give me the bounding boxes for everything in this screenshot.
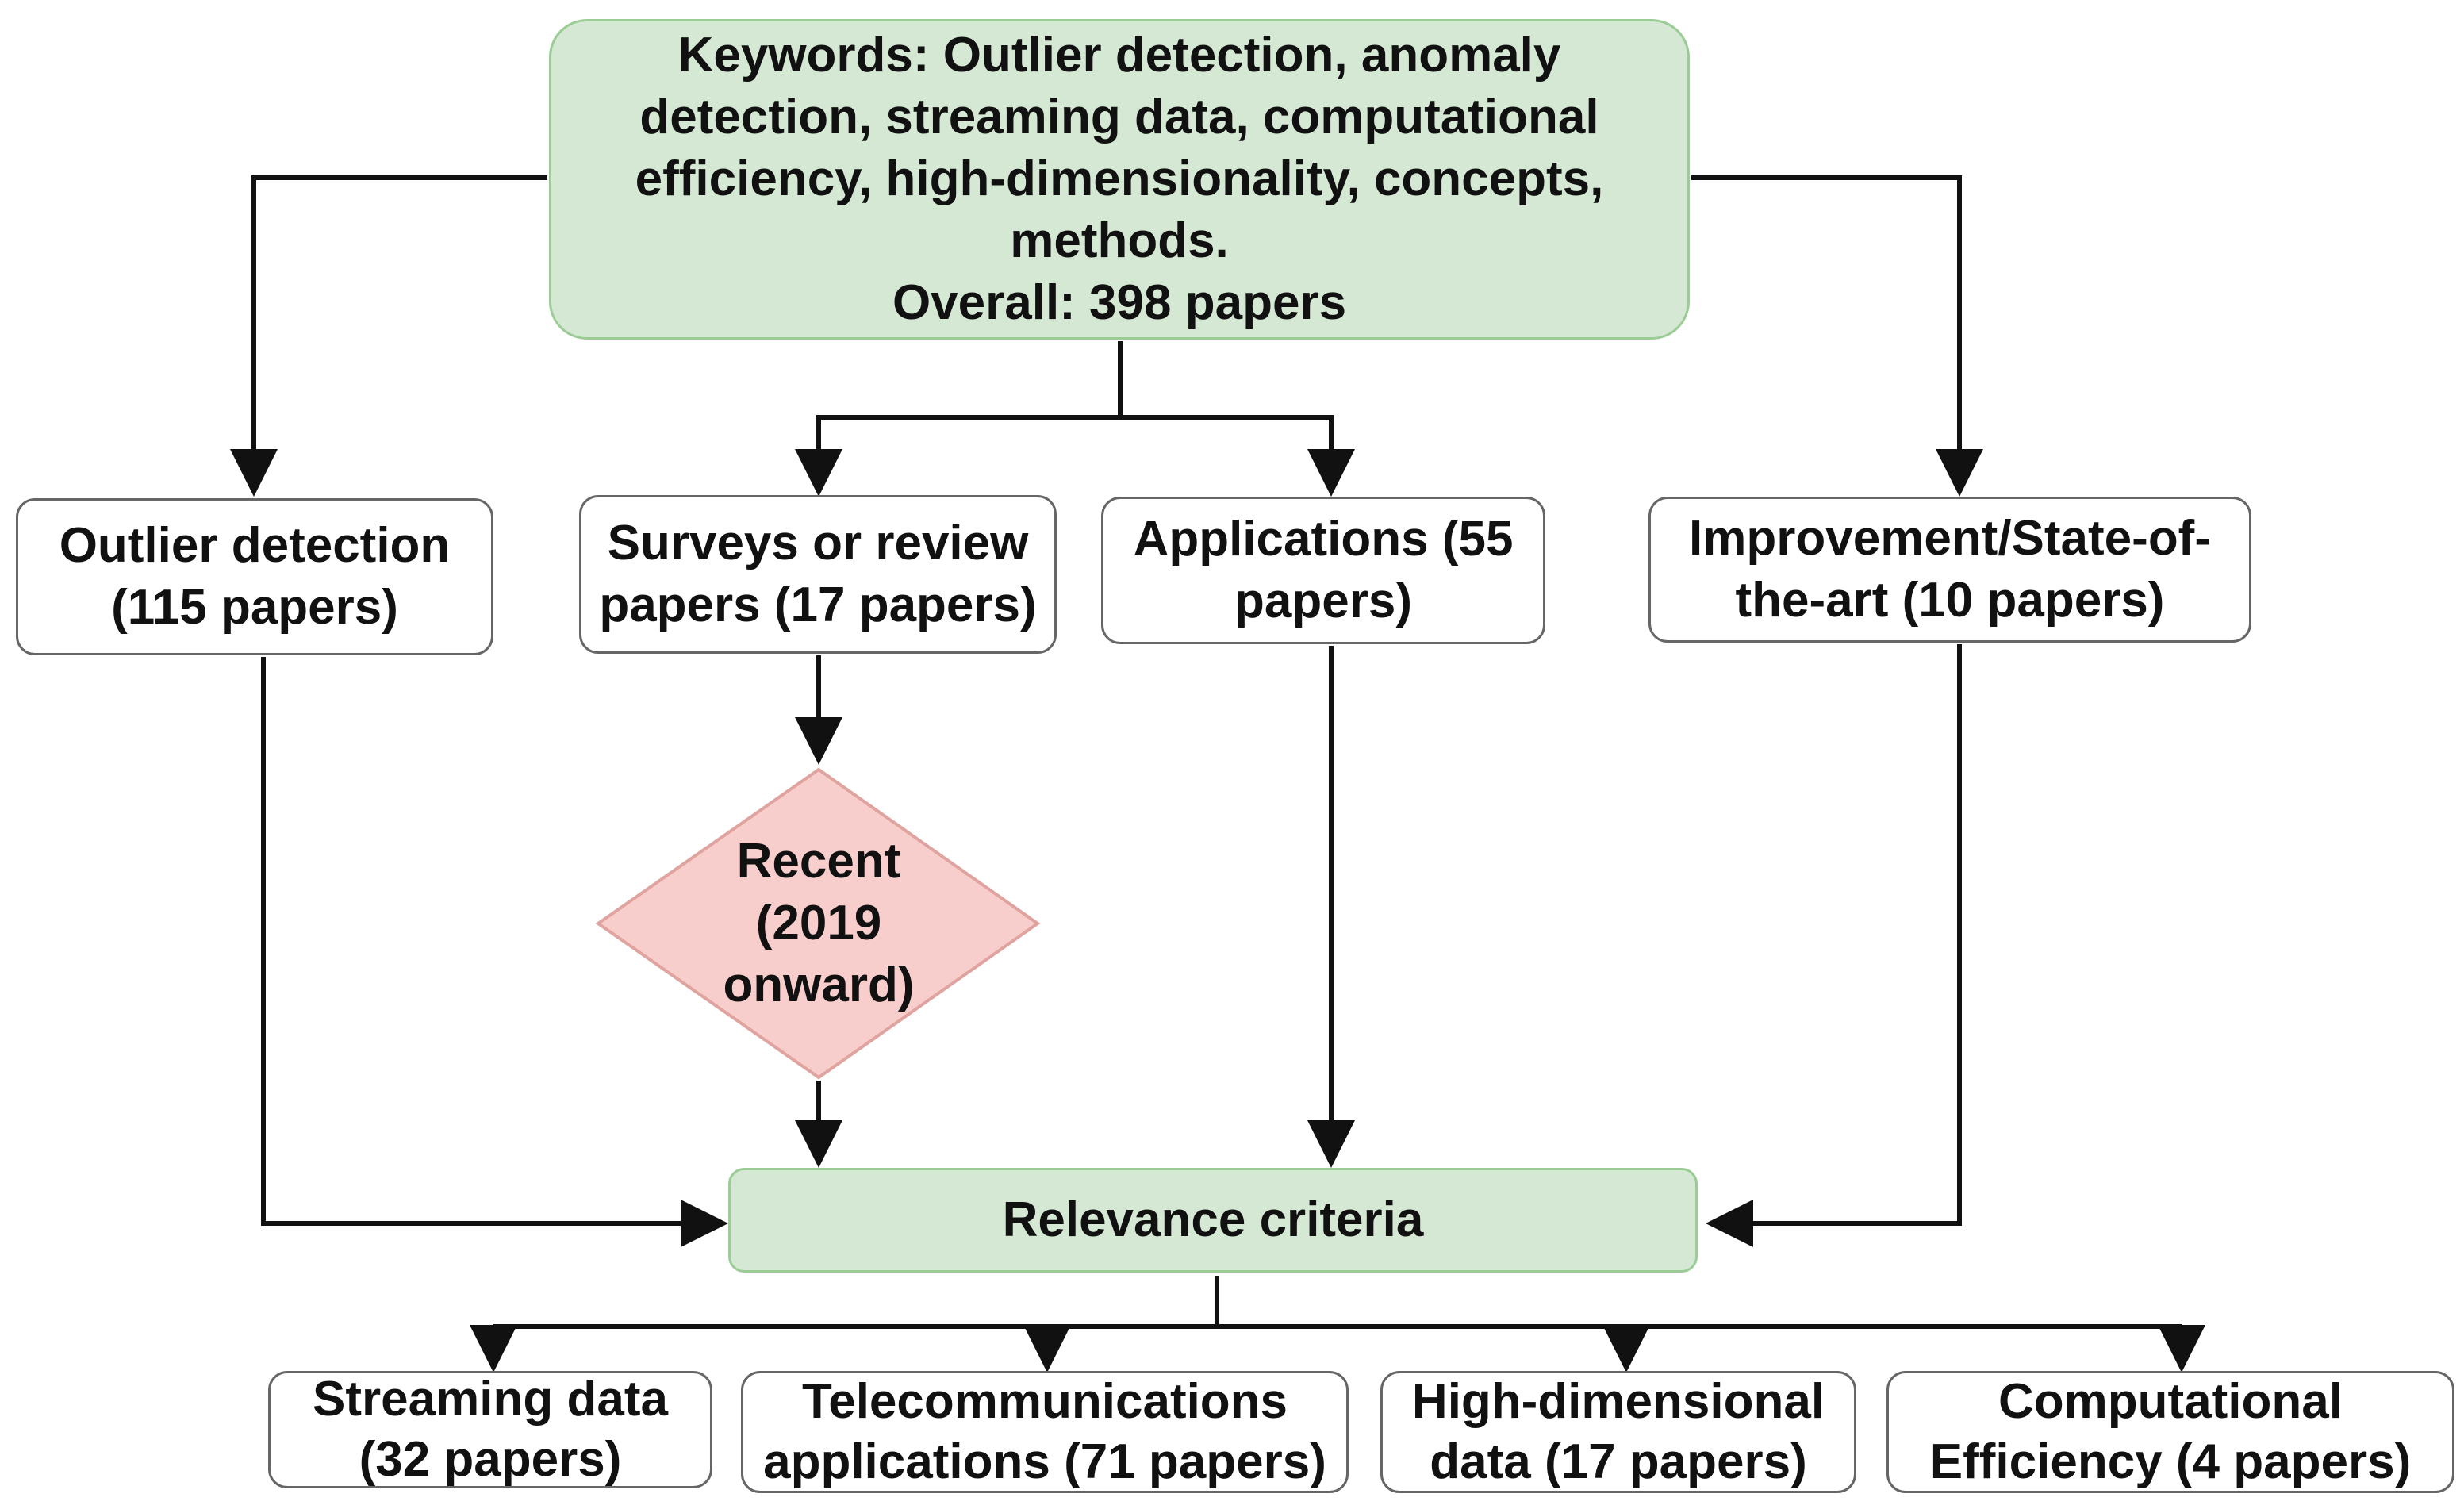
improvement-label: Improvement/State-of-the-art (10 papers) [1689, 511, 2211, 628]
overall-count: Overall: 398 papers [892, 275, 1347, 330]
relevance-criteria-label: Relevance criteria [1002, 1192, 1424, 1247]
surveys-label: Surveys or review papers (17 papers) [599, 516, 1037, 632]
keywords-box: Keywords: Outlier detection, anomaly det… [549, 19, 1690, 340]
keywords-text: Keywords: Outlier detection, anomaly det… [635, 28, 1604, 268]
applications-box: Applications (55 papers) [1101, 497, 1545, 644]
recent-decision-shape [595, 767, 1041, 1080]
arrow-top-to-outlier [230, 175, 547, 497]
telecom-applications-box: Telecommunications applications (71 pape… [741, 1371, 1349, 1493]
telecom-applications-label: Telecommunications applications (71 pape… [763, 1374, 1326, 1489]
arrow-top-to-applications [1120, 415, 1355, 497]
applications-label: Applications (55 papers) [1133, 512, 1514, 628]
arrow-top-to-surveys [795, 415, 1120, 497]
improvement-box: Improvement/State-of-the-art (10 papers) [1648, 497, 2251, 643]
computational-efficiency-label: Computational Efficiency (4 papers) [1929, 1374, 2412, 1489]
recent-label: Recent (2019 onward) [723, 834, 915, 1012]
streaming-data-box: Streaming data (32 papers) [268, 1371, 712, 1488]
recent-decision: Recent (2019 onward) [684, 828, 954, 1019]
high-dimensional-box: High-dimensional data (17 papers) [1380, 1371, 1856, 1493]
arrow-improvement-to-relevance [1706, 644, 1962, 1247]
surveys-box: Surveys or review papers (17 papers) [579, 495, 1057, 654]
streaming-data-label: Streaming data (32 papers) [313, 1372, 668, 1487]
relevance-criteria-box: Relevance criteria [728, 1168, 1698, 1273]
arrow-top-to-improvement [1691, 175, 1983, 497]
computational-efficiency-box: Computational Efficiency (4 papers) [1886, 1371, 2454, 1493]
outlier-detection-label: Outlier detection (115 papers) [59, 518, 451, 635]
high-dimensional-label: High-dimensional data (17 papers) [1411, 1374, 1825, 1489]
outlier-detection-box: Outlier detection (115 papers) [16, 498, 493, 655]
arrow-outlier-to-relevance [261, 657, 728, 1247]
